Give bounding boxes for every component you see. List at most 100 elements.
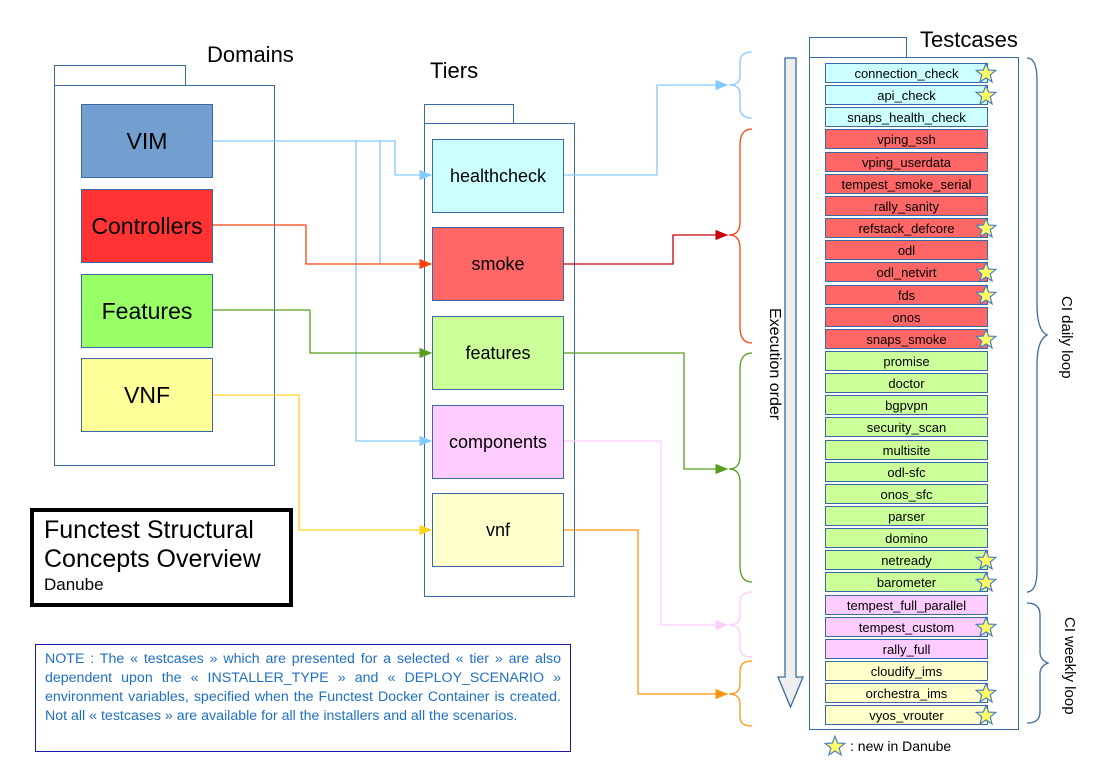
- testcase-label: snaps_smoke: [866, 331, 947, 347]
- star-icon: [975, 616, 997, 638]
- connector-components-braces: [564, 440, 729, 631]
- testcase-item[interactable]: odl: [825, 240, 988, 260]
- testcase-item[interactable]: security_scan: [825, 417, 988, 437]
- testcase-item[interactable]: orchestra_ims: [825, 683, 988, 703]
- testcase-item[interactable]: cloudify_ims: [825, 661, 988, 681]
- testcase-item[interactable]: barometer: [825, 572, 988, 592]
- testcase-label: onos: [892, 309, 921, 325]
- testcase-item[interactable]: odl-sfc: [825, 462, 988, 482]
- brace-smoke: [728, 128, 753, 344]
- tier-label: features: [465, 342, 531, 363]
- testcase-item[interactable]: rally_full: [825, 639, 988, 659]
- star-icon: [975, 284, 997, 306]
- testcase-item[interactable]: snaps_smoke: [825, 329, 988, 349]
- tier-label: smoke: [471, 253, 525, 274]
- brace-ci-daily: [1026, 57, 1049, 593]
- domain-vim[interactable]: VIM: [81, 104, 213, 178]
- ci-daily-loop-label: CI daily loop: [1058, 296, 1075, 379]
- testcase-item[interactable]: vping_ssh: [825, 129, 988, 149]
- star-icon: [975, 217, 997, 239]
- testcase-label: tempest_full_parallel: [846, 597, 967, 613]
- execution-order-label: Execution order: [766, 308, 783, 421]
- tier-features[interactable]: features: [432, 316, 564, 390]
- testcase-item[interactable]: netready: [825, 550, 988, 570]
- tiers-heading: Tiers: [430, 58, 479, 83]
- note-box: NOTE : The « testcases » which are prese…: [35, 644, 571, 752]
- testcase-label: promise: [883, 353, 930, 369]
- testcase-item[interactable]: connection_check: [825, 63, 988, 83]
- testcase-label: odl-sfc: [887, 464, 926, 480]
- tier-label: components: [448, 431, 548, 452]
- tiers-package-tab: [424, 104, 514, 124]
- testcase-item[interactable]: bgpvpn: [825, 395, 988, 415]
- testcase-item[interactable]: onos: [825, 307, 988, 327]
- testcase-label: onos_sfc: [880, 486, 933, 502]
- tier-vnf[interactable]: vnf: [432, 493, 564, 567]
- legend-text: : new in Danube: [850, 738, 952, 754]
- brace-components: [728, 591, 753, 658]
- testcase-item[interactable]: promise: [825, 351, 988, 371]
- testcase-item[interactable]: domino: [825, 528, 988, 548]
- testcase-item[interactable]: snaps_health_check: [825, 107, 988, 127]
- testcase-label: doctor: [888, 375, 925, 391]
- domain-features[interactable]: Features: [81, 274, 213, 348]
- testcase-label: odl_netvirt: [876, 264, 937, 280]
- testcase-item[interactable]: rally_sanity: [825, 196, 988, 216]
- connector-smoke-braces: [564, 229, 729, 265]
- tier-smoke[interactable]: smoke: [432, 227, 564, 301]
- testcase-item[interactable]: doctor: [825, 373, 988, 393]
- testcase-label: odl: [897, 242, 916, 258]
- diagram-title-box: Functest Structural Concepts Overview Da…: [30, 508, 293, 607]
- testcase-item[interactable]: vyos_vrouter: [825, 705, 988, 725]
- testcase-label: domino: [885, 530, 928, 546]
- tier-label: healthcheck: [449, 165, 547, 186]
- brace-features: [728, 352, 753, 583]
- testcase-item[interactable]: onos_sfc: [825, 484, 988, 504]
- testcase-item[interactable]: vping_userdata: [825, 152, 988, 172]
- testcase-label: parser: [888, 508, 925, 524]
- testcase-item[interactable]: parser: [825, 506, 988, 526]
- testcase-item[interactable]: refstack_defcore: [825, 218, 988, 238]
- domain-label: VNF: [124, 381, 170, 408]
- star-icon: [975, 328, 997, 350]
- testcase-label: vping_userdata: [862, 154, 951, 170]
- testcase-label: barometer: [876, 574, 937, 590]
- testcase-item[interactable]: odl_netvirt: [825, 262, 988, 282]
- star-icon: [975, 704, 997, 726]
- domain-vnf[interactable]: VNF: [81, 358, 213, 432]
- testcase-label: refstack_defcore: [858, 220, 955, 236]
- domain-label: Controllers: [91, 212, 203, 239]
- testcase-label: orchestra_ims: [865, 685, 948, 701]
- testcase-item[interactable]: tempest_smoke_serial: [825, 174, 988, 194]
- testcases-package-tab: [809, 37, 907, 58]
- brace-ci-weekly: [1026, 602, 1050, 724]
- testcase-item[interactable]: multisite: [825, 440, 988, 460]
- brace-healthcheck: [728, 51, 753, 119]
- connector-features-braces: [564, 352, 729, 475]
- domain-controllers[interactable]: Controllers: [81, 189, 213, 263]
- star-icon: [975, 549, 997, 571]
- star-icon: [975, 261, 997, 283]
- tier-components[interactable]: components: [432, 405, 564, 479]
- connector-healthcheck-braces: [564, 79, 729, 176]
- diagram-title-line-1: Functest Structural: [44, 516, 254, 544]
- tier-healthcheck[interactable]: healthcheck: [432, 139, 564, 213]
- testcases-heading: Testcases: [920, 27, 1018, 52]
- testcase-item[interactable]: tempest_full_parallel: [825, 595, 988, 615]
- testcase-item[interactable]: tempest_custom: [825, 617, 988, 637]
- testcase-item[interactable]: fds: [825, 285, 988, 305]
- testcase-label: netready: [881, 552, 932, 568]
- testcase-label: api_check: [877, 87, 936, 103]
- testcase-label: rally_sanity: [873, 198, 940, 214]
- testcase-label: fds: [897, 287, 916, 303]
- domains-heading: Domains: [207, 42, 294, 67]
- connector-vnf-braces: [564, 529, 729, 700]
- diagram-title-line-2: Concepts Overview: [44, 545, 261, 573]
- tier-label: vnf: [485, 519, 510, 540]
- testcase-item[interactable]: api_check: [825, 85, 988, 105]
- star-icon: [975, 62, 997, 84]
- testcase-label: snaps_health_check: [847, 109, 966, 125]
- testcase-label: rally_full: [882, 641, 931, 657]
- star-icon: [975, 84, 997, 106]
- testcase-label: tempest_custom: [858, 619, 955, 635]
